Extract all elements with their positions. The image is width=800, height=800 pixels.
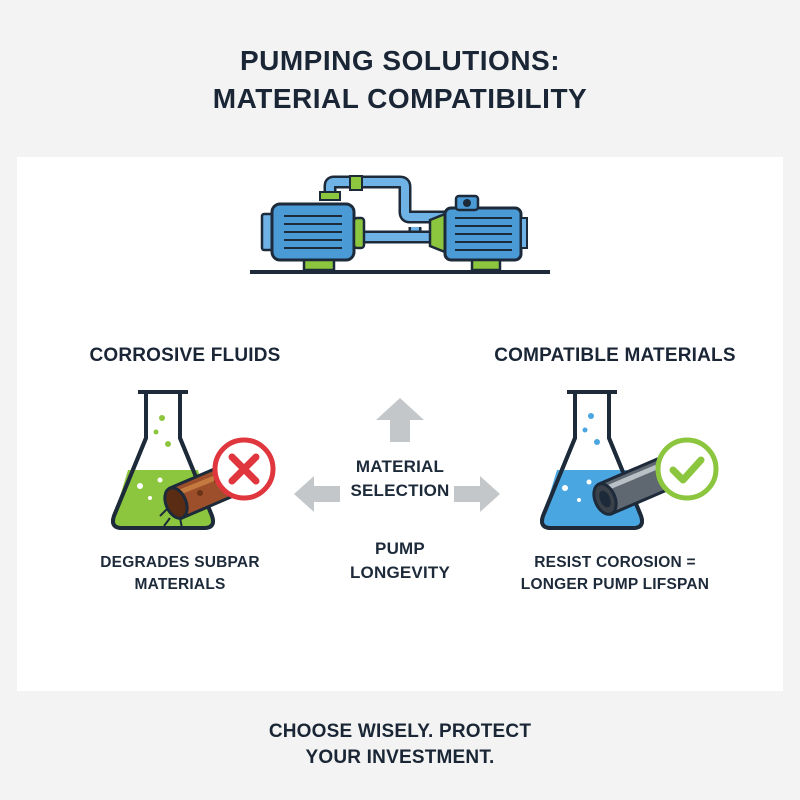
- material-selection-label: MATERIAL SELECTION: [320, 455, 480, 503]
- arrow-up-icon: [376, 398, 424, 442]
- material-selection-line-2: SELECTION: [350, 481, 450, 500]
- pump-longevity-line-1: PUMP: [375, 539, 425, 558]
- footer-tagline: CHOOSE WISELY. PROTECT YOUR INVESTMENT.: [0, 719, 800, 771]
- check-icon: [655, 437, 719, 501]
- compatible-caption-line-2: LONGER PUMP LIFSPAN: [520, 576, 710, 593]
- pump-system-icon: [250, 175, 550, 274]
- page-title: PUMPING SOLUTIONS: MATERIAL COMPATIBILIT…: [0, 42, 800, 118]
- compatible-caption: RESIST COROSION = LONGER PUMP LIFSPAN: [490, 552, 740, 596]
- title-line-1: PUMPING SOLUTIONS:: [239, 45, 561, 76]
- footer-line-1: CHOOSE WISELY. PROTECT: [268, 721, 532, 742]
- title-line-2: MATERIAL COMPATIBILITY: [212, 83, 588, 114]
- material-selection-line-1: MATERIAL: [355, 457, 445, 476]
- corrosive-fluids-heading: CORROSIVE FLUIDS: [89, 345, 281, 366]
- corrosive-caption: DEGRADES SUBPAR MATERIALS: [80, 552, 280, 596]
- pump-longevity-label: PUMP LONGEVITY: [320, 537, 480, 585]
- footer-line-2: YOUR INVESTMENT.: [305, 747, 495, 768]
- cross-icon: [212, 437, 276, 501]
- corrosive-flask-icon: [111, 390, 254, 530]
- arrow-right-icon: [454, 476, 500, 512]
- corrosive-caption-line-1: DEGRADES SUBPAR: [100, 554, 260, 571]
- compatible-materials-heading: COMPATIBLE MATERIALS: [494, 345, 736, 366]
- pump-longevity-line-2: LONGEVITY: [349, 563, 451, 582]
- arrow-left-icon: [294, 476, 340, 512]
- corrosive-caption-line-2: MATERIALS: [134, 576, 226, 593]
- compatible-caption-line-1: RESIST COROSION =: [534, 554, 696, 571]
